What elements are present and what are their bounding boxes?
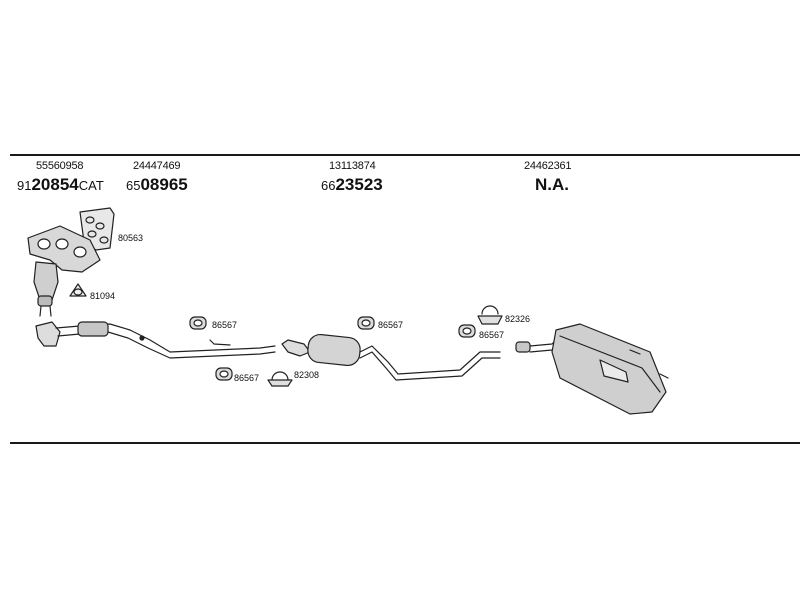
oem-number-3: 13113874 <box>329 160 376 172</box>
rubber-hanger-drawing-3[interactable] <box>357 316 375 330</box>
top-divider <box>10 154 800 156</box>
part-main-4: N.A. <box>535 175 569 194</box>
part-main-1: 20854 <box>31 175 79 194</box>
clamp-drawing-1[interactable] <box>267 371 293 387</box>
label-hanger-1: 86567 <box>212 320 238 330</box>
exhaust-manifold-catalyst-drawing[interactable] <box>27 225 101 317</box>
rubber-hanger-drawing-4[interactable] <box>458 324 476 338</box>
part-number-2[interactable]: 6508965 <box>126 175 188 195</box>
part-prefix-3: 66 <box>321 178 336 193</box>
front-pipe-drawing[interactable] <box>35 321 276 359</box>
centre-silencer-drawing[interactable] <box>281 333 501 381</box>
label-clamp-2: 82326 <box>505 314 531 324</box>
part-main-2: 08965 <box>140 175 188 194</box>
label-clamp-1: 82308 <box>294 370 320 380</box>
oem-number-4: 24462361 <box>524 160 572 172</box>
oem-number-2: 24447469 <box>133 160 181 172</box>
part-suffix-1: CAT <box>78 178 104 193</box>
label-ring-clamp: 81094 <box>90 291 116 301</box>
part-main-3: 23523 <box>335 175 383 194</box>
label-gasket: 80563 <box>118 233 144 243</box>
label-hanger-2: 86567 <box>234 373 260 383</box>
rubber-hanger-drawing-1[interactable] <box>189 316 207 330</box>
part-prefix-1: 91 <box>17 178 32 193</box>
label-hanger-4: 86567 <box>479 330 505 340</box>
label-hanger-3: 86567 <box>378 320 404 330</box>
part-number-3[interactable]: 6623523 <box>321 175 383 195</box>
part-prefix-2: 65 <box>126 178 141 193</box>
rubber-hanger-drawing-2[interactable] <box>215 367 233 381</box>
part-number-1[interactable]: 9120854CAT <box>17 175 104 195</box>
rear-silencer-drawing[interactable] <box>515 323 669 415</box>
part-number-4[interactable]: N.A. <box>535 175 569 195</box>
clamp-drawing-2[interactable] <box>477 305 503 325</box>
ring-clamp-drawing[interactable] <box>69 283 87 297</box>
bottom-divider <box>10 442 800 444</box>
oem-number-1: 55560958 <box>36 160 84 172</box>
